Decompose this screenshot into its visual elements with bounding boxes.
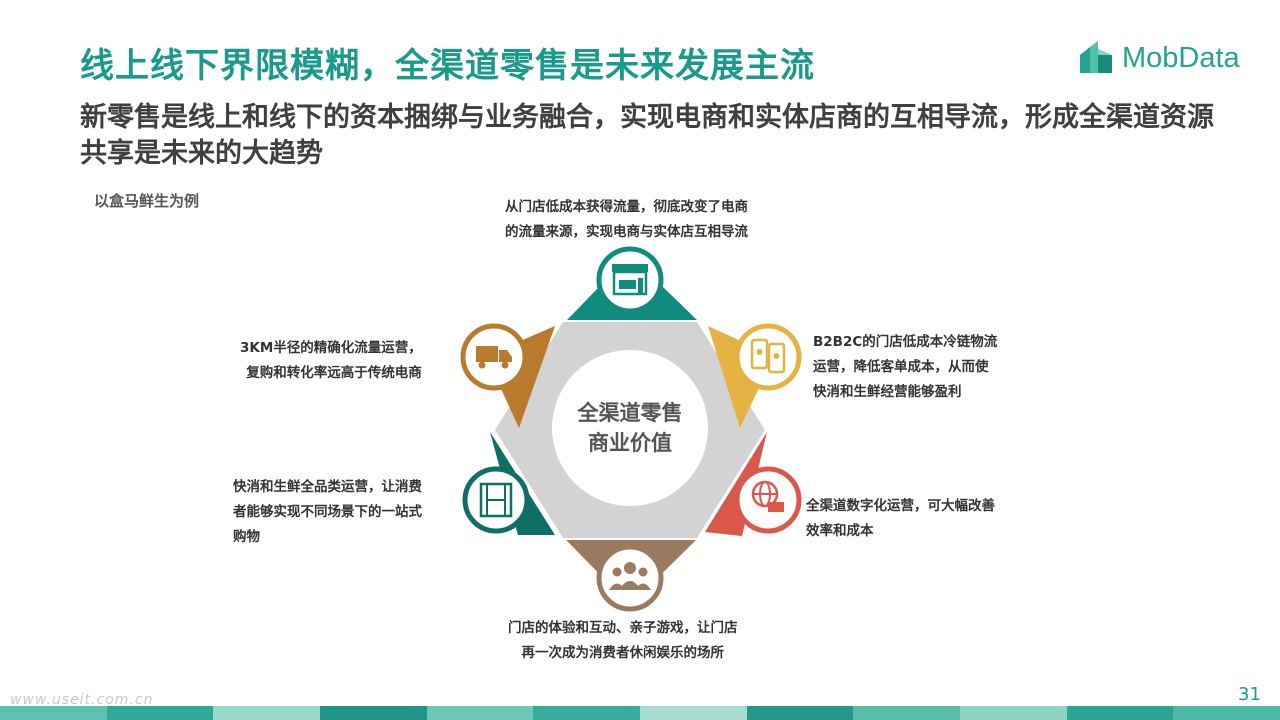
bottom-stripe-bar (0, 706, 1280, 720)
desc-globe-line2: 效率和成本 (806, 523, 874, 539)
desc-film-line1: 快消和生鲜全品类运营，让消费 (233, 479, 422, 495)
mobdata-logo: MobData (1078, 40, 1240, 76)
page-subtitle: 新零售是线上和线下的资本捆绑与业务融合，实现电商和实体店商的互相导流，形成全渠道… (80, 102, 1214, 169)
desc-people-line2: 再一次成为消费者休闲娱乐的场所 (521, 645, 725, 661)
desc-truck-line1: 3KM半径的精确化流量运营， (240, 340, 422, 356)
people-group-icon (609, 562, 651, 590)
desc-film-line3: 购物 (233, 529, 260, 545)
delivery-truck-icon (476, 346, 512, 369)
desc-globe-line1: 全渠道数字化运营，可大幅改善 (806, 498, 995, 514)
node-store (596, 246, 664, 314)
center-circle (552, 350, 708, 506)
globe-laptop-icon (751, 480, 784, 512)
page-number: 31 (1238, 684, 1261, 705)
logo-text: MobData (1122, 41, 1240, 74)
desc-store-line2: 的流量来源，实现电商与实体店互相导流 (505, 224, 748, 240)
desc-smartphone: B2B2C的门店低成本冷链物流 运营，降低客单成本，从而使 快消和生鲜经营能够盈… (813, 330, 997, 405)
desc-globe: 全渠道数字化运营，可大幅改善 效率和成本 (806, 494, 995, 544)
desc-smartphone-line2: 运营，降低客单成本，从而使 (813, 359, 989, 375)
desc-film-line2: 者能够实现不同场景下的一站式 (233, 504, 422, 520)
mobdata-logo-icon (1080, 41, 1112, 73)
desc-store: 从门店低成本获得流量，彻底改变了电商 的流量来源，实现电商与实体店互相导流 (505, 195, 748, 245)
center-label: 全渠道零售 商业价值 (555, 398, 705, 458)
desc-store-line1: 从门店低成本获得流量，彻底改变了电商 (505, 199, 748, 215)
node-smartphone (734, 323, 802, 391)
center-label-line1: 全渠道零售 (577, 401, 683, 425)
node-globe (734, 466, 802, 534)
desc-people-line1: 门店的体验和互动、亲子游戏，让门店 (508, 620, 738, 636)
node-people (596, 544, 664, 612)
film-strip-icon (479, 482, 513, 518)
watermark: www.useit.com.cn (10, 692, 154, 708)
desc-smartphone-line1: B2B2C的门店低成本冷链物流 (813, 334, 998, 350)
store-open-icon (612, 264, 648, 296)
desc-film: 快消和生鲜全品类运营，让消费 者能够实现不同场景下的一站式 购物 (233, 475, 422, 550)
desc-truck: 3KM半径的精确化流量运营， 复购和转化率远高于传统电商 (240, 336, 422, 386)
center-label-line2: 商业价值 (588, 431, 672, 455)
node-truck (460, 323, 528, 391)
desc-truck-line2: 复购和转化率远高于传统电商 (246, 365, 422, 381)
page-title: 线上线下界限模糊，全渠道零售是未来发展主流 (80, 46, 815, 86)
desc-people: 门店的体验和互动、亲子游戏，让门店 再一次成为消费者休闲娱乐的场所 (508, 616, 738, 666)
triangle-bottom-right (705, 432, 767, 536)
smartphone-users-icon (750, 338, 786, 374)
desc-smartphone-line3: 快消和生鲜经营能够盈利 (813, 384, 962, 400)
node-film (462, 466, 530, 534)
example-label: 以盒马鲜生为例 (94, 192, 200, 210)
